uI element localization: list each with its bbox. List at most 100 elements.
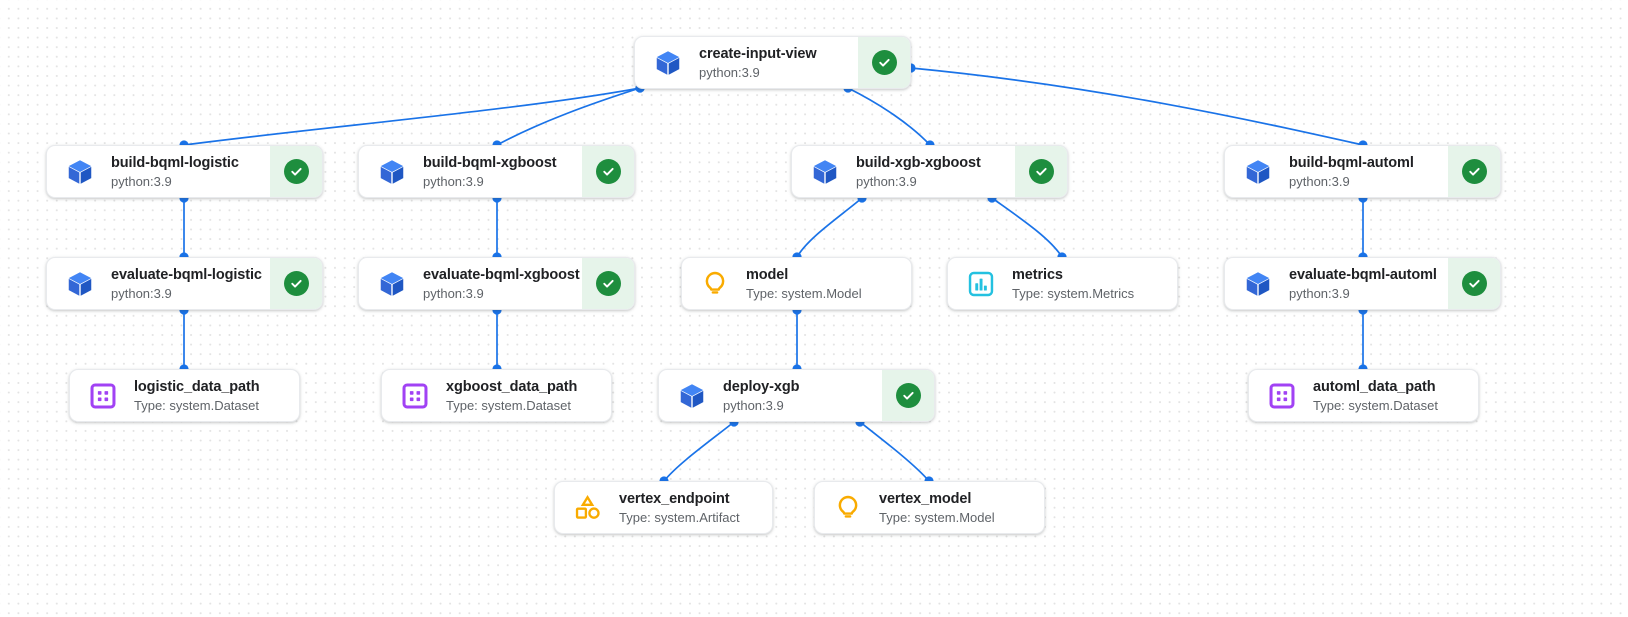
status-panel xyxy=(1448,258,1500,309)
node-subtitle: python:3.9 xyxy=(1289,173,1350,189)
node-build-bqml-xgboost[interactable]: build-bqml-xgboost python:3.9 xyxy=(358,145,635,198)
status-panel xyxy=(270,146,322,197)
cube-icon xyxy=(653,48,683,78)
cube-icon xyxy=(377,269,407,299)
node-text: build-bqml-automl python:3.9 xyxy=(1289,154,1414,190)
edge-create-input-view-to-build-xgb-xgboost xyxy=(847,87,931,146)
node-create-input-view[interactable]: create-input-view python:3.9 xyxy=(634,36,911,89)
dataset-icon xyxy=(88,381,118,411)
node-build-xgb-xgboost[interactable]: build-xgb-xgboost python:3.9 xyxy=(791,145,1068,198)
node-evaluate-bqml-logistic[interactable]: evaluate-bqml-logistic python:3.9 xyxy=(46,257,323,310)
node-deploy-xgb[interactable]: deploy-xgb python:3.9 xyxy=(658,369,935,422)
node-body: build-bqml-xgboost python:3.9 xyxy=(359,146,582,197)
node-build-bqml-automl[interactable]: build-bqml-automl python:3.9 xyxy=(1224,145,1501,198)
node-title: xgboost_data_path xyxy=(446,378,578,395)
status-panel xyxy=(582,146,634,197)
check-circle-icon xyxy=(1461,271,1487,296)
cube-icon xyxy=(1243,269,1273,299)
node-body: evaluate-bqml-automl python:3.9 xyxy=(1225,258,1448,309)
node-title: evaluate-bqml-logistic xyxy=(111,266,262,283)
cube-icon xyxy=(677,381,707,411)
cube-icon xyxy=(1243,157,1273,187)
node-text: create-input-view python:3.9 xyxy=(699,45,817,81)
check-circle-icon xyxy=(595,159,621,184)
node-subtitle: Type: system.Dataset xyxy=(1313,397,1438,413)
check-circle-icon xyxy=(895,383,921,408)
status-panel xyxy=(582,258,634,309)
node-title: build-bqml-xgboost xyxy=(423,154,557,171)
node-text: evaluate-bqml-logistic python:3.9 xyxy=(111,266,262,302)
edge-create-input-view-to-build-bqml-logistic xyxy=(183,87,641,146)
node-subtitle: python:3.9 xyxy=(856,173,917,189)
status-panel xyxy=(882,370,934,421)
node-title: deploy-xgb xyxy=(723,378,800,395)
node-subtitle: python:3.9 xyxy=(1289,285,1350,301)
status-panel xyxy=(1448,146,1500,197)
node-subtitle: Type: system.Model xyxy=(879,509,995,525)
node-body: deploy-xgb python:3.9 xyxy=(659,370,882,421)
node-body: build-xgb-xgboost python:3.9 xyxy=(792,146,1015,197)
check-circle-icon xyxy=(595,271,621,296)
check-circle-icon xyxy=(283,271,309,296)
node-subtitle: python:3.9 xyxy=(423,173,484,189)
cube-icon xyxy=(65,269,95,299)
status-panel xyxy=(1015,146,1067,197)
node-title: vertex_model xyxy=(879,490,972,507)
node-title: metrics xyxy=(1012,266,1063,283)
dataset-icon xyxy=(1267,381,1297,411)
node-title: create-input-view xyxy=(699,45,817,62)
edge-build-xgb-xgboost-to-model xyxy=(796,197,863,258)
node-subtitle: python:3.9 xyxy=(699,64,760,80)
lightbulb-icon xyxy=(700,269,730,299)
node-body: create-input-view python:3.9 xyxy=(635,37,858,88)
node-text: build-bqml-xgboost python:3.9 xyxy=(423,154,557,190)
check-circle-icon xyxy=(1028,159,1054,184)
node-title: build-xgb-xgboost xyxy=(856,154,981,171)
edge-deploy-xgb-to-vertex_endpoint xyxy=(663,421,735,482)
node-evaluate-bqml-automl[interactable]: evaluate-bqml-automl python:3.9 xyxy=(1224,257,1501,310)
cube-icon xyxy=(65,157,95,187)
node-body: evaluate-bqml-logistic python:3.9 xyxy=(47,258,270,309)
node-subtitle: python:3.9 xyxy=(111,173,172,189)
node-title: model xyxy=(746,266,789,283)
node-title: logistic_data_path xyxy=(134,378,260,395)
status-panel xyxy=(270,258,322,309)
artifact-shapes-icon xyxy=(573,493,603,523)
node-title: build-bqml-automl xyxy=(1289,154,1414,171)
bar-chart-icon xyxy=(966,269,996,299)
node-text: build-xgb-xgboost python:3.9 xyxy=(856,154,981,190)
cube-icon xyxy=(810,157,840,187)
lightbulb-icon xyxy=(833,493,863,523)
node-subtitle: Type: system.Model xyxy=(746,285,862,301)
node-title: evaluate-bqml-automl xyxy=(1289,266,1437,283)
node-body: build-bqml-automl python:3.9 xyxy=(1225,146,1448,197)
node-subtitle: python:3.9 xyxy=(723,397,784,413)
node-text: evaluate-bqml-automl python:3.9 xyxy=(1289,266,1437,302)
node-subtitle: python:3.9 xyxy=(111,285,172,301)
